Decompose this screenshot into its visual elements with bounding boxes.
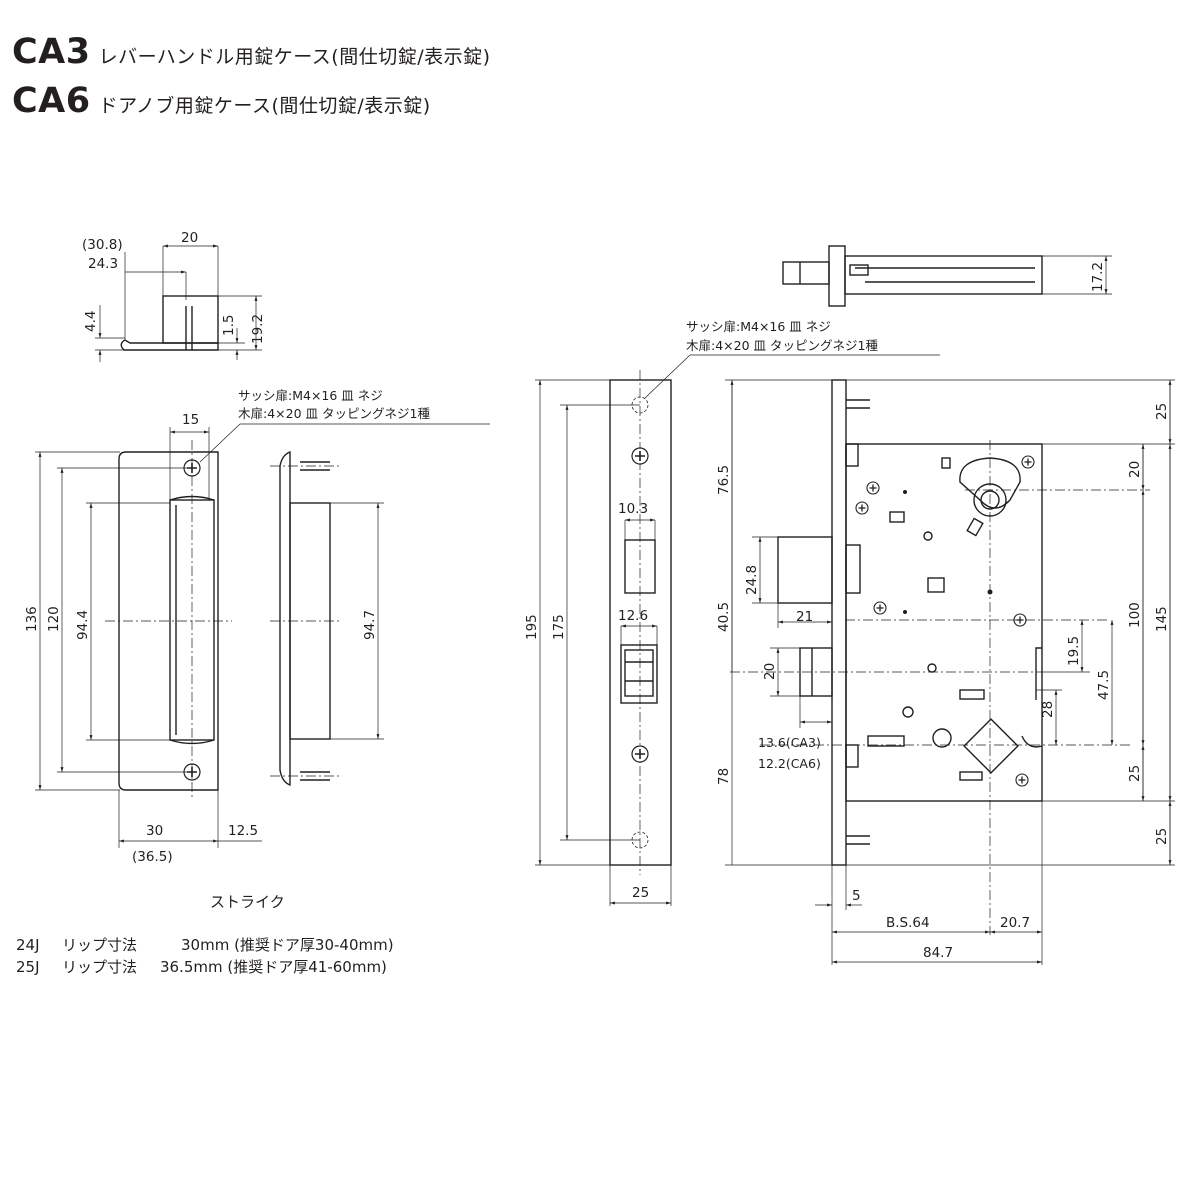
dim-lock-145: 145 [1154,606,1170,632]
dim-faceplate-10-3: 10.3 [618,501,648,517]
row-24j-code: 24J [16,936,40,954]
dim-lock-17-2: 17.2 [1090,262,1106,292]
model-desc-ca6: ドアノブ用錠ケース(間仕切錠/表示錠) [98,95,431,117]
dim-lock-right-25-mid: 25 [1127,765,1143,782]
strike-side-view: 94.7 [270,450,384,787]
row-24j-label: リップ寸法 [62,936,137,954]
dim-strike-24-3: 24.3 [88,256,118,272]
lock-screw-1-icon [866,481,880,495]
dim-lock-100: 100 [1127,602,1143,628]
dim-lock-21: 21 [796,609,813,625]
dim-faceplate-175: 175 [551,614,567,640]
dim-lock-47-5: 47.5 [1096,670,1112,700]
lock-screw-2-icon [1021,455,1035,469]
dim-lock-28: 28 [1040,701,1056,718]
title-ca3: CA3 レバーハンドル用錠ケース(間仕切錠/表示錠) [12,32,491,72]
dim-strike-4-4: 4.4 [83,311,99,332]
dim-strike-94-7: 94.7 [362,610,378,640]
dim-lock-40-5: 40.5 [716,602,732,632]
dim-faceplate-25: 25 [632,885,649,901]
model-code-ca6: CA6 [12,81,91,121]
lock-screw-5-icon [1015,773,1029,787]
dim-lock-24-8: 24.8 [744,565,760,595]
faceplate-screw-1-icon [631,447,649,465]
dim-strike-12-5: 12.5 [228,823,258,839]
dim-lock-12-2-ca6: 12.2(CA6) [758,756,821,771]
dim-lock-76-5: 76.5 [716,465,732,495]
dim-lock-5: 5 [852,888,861,904]
strike-caption: ストライク [210,893,285,911]
row-25j-value: 36.5mm (推奨ドア厚41-60mm) [160,958,387,976]
faceplate-screw-note-sash: サッシ扉:M4×16 皿 ネジ [686,319,831,334]
row-25j-label: リップ寸法 [62,958,137,976]
dim-lock-backset: B.S.64 [886,915,930,931]
dim-strike-36-5: (36.5) [132,849,173,865]
dim-strike-1-5: 1.5 [221,315,237,336]
model-desc-ca3: レバーハンドル用錠ケース(間仕切錠/表示錠) [98,46,491,68]
lip-size-table: 24J リップ寸法 30mm (推奨ドア厚30-40mm) 25J リップ寸法 … [16,936,394,976]
dim-lock-84-7: 84.7 [923,945,953,961]
dim-lock-19-5: 19.5 [1066,636,1082,666]
title-ca6: CA6 ドアノブ用錠ケース(間仕切錠/表示錠) [12,81,431,121]
dim-lock-20-left: 20 [762,663,778,680]
lock-body-side-view: 76.5 40.5 78 24.8 21 20 13.6(CA3) 12.2(C… [716,379,1175,965]
dim-faceplate-12-6: 12.6 [618,608,648,624]
strike-top-view: (30.8) 24.3 20 4.4 1.5 19.2 [82,230,266,362]
row-24j-value: 30mm (推奨ドア厚30-40mm) [181,936,394,954]
dim-strike-94-4: 94.4 [75,610,91,640]
dim-lock-right-25-bottom: 25 [1154,828,1170,845]
lock-screw-3-icon [873,601,887,615]
lock-faceplate-front: 195 175 10.3 12.6 25 サッシ扉:M4×16 皿 ネジ 木扉:… [524,319,940,906]
strike-front-view: 136 120 94.4 15 サッシ扉:M4×16 皿 ネジ 木扉:4×20 … [24,388,490,911]
strike-screw-note-sash: サッシ扉:M4×16 皿 ネジ [238,388,383,403]
model-code-ca3: CA3 [12,32,91,72]
lock-screw-6-icon [855,501,869,515]
dim-strike-120: 120 [46,606,62,632]
dim-faceplate-195: 195 [524,614,540,640]
dim-lock-13-6-ca3: 13.6(CA3) [758,735,821,750]
faceplate-screw-note-wood: 木扉:4×20 皿 タッピングネジ1種 [686,338,878,353]
faceplate-screw-2-icon [631,745,649,763]
dim-lock-20-7: 20.7 [1000,915,1030,931]
dim-lock-right-25-top: 25 [1154,403,1170,420]
strike-screw-note-wood: 木扉:4×20 皿 タッピングネジ1種 [238,406,430,421]
lock-top-view: 17.2 [782,245,1112,307]
dim-strike-20: 20 [181,230,198,246]
dim-strike-30: 30 [146,823,163,839]
dim-strike-30-8: (30.8) [82,237,123,253]
dim-strike-136: 136 [24,606,40,632]
dim-lock-78: 78 [716,768,732,785]
dim-strike-19-2: 19.2 [250,314,266,344]
dim-lock-right-20: 20 [1127,461,1143,478]
row-25j-code: 25J [16,958,40,976]
dim-strike-15: 15 [182,412,199,428]
